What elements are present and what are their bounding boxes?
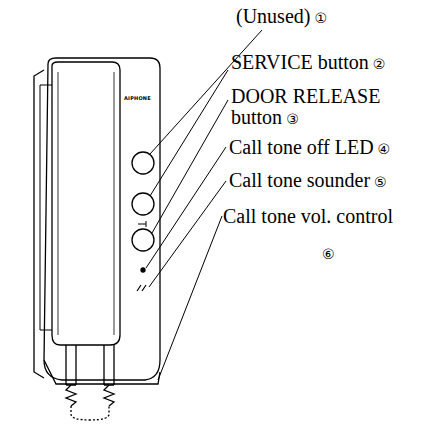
- part-label: Call tone vol. control: [223, 205, 393, 227]
- part-label: SERVICE button: [231, 51, 369, 73]
- base: [44, 360, 160, 384]
- housing: [44, 58, 160, 380]
- callout-number: ④: [378, 141, 391, 157]
- cord-coil: [66, 385, 76, 406]
- unused-button: [132, 152, 154, 174]
- leader-line: [146, 147, 226, 268]
- leader-line: [150, 70, 228, 196]
- cord-entry: [66, 345, 114, 385]
- label-group: Call tone vol. control: [223, 206, 427, 227]
- label-group: DOOR RELEASE button ③: [231, 86, 411, 128]
- callout-number: ③: [286, 111, 299, 127]
- leader-line: [152, 100, 228, 233]
- sounder-slots: [137, 285, 146, 291]
- wall-plate: [34, 70, 44, 378]
- handset: [52, 62, 120, 345]
- part-label: Call tone sounder: [229, 169, 370, 191]
- callout-number: ①: [314, 10, 327, 26]
- cord-loop: [71, 406, 109, 420]
- door-release-button: [132, 229, 154, 251]
- cord-clamp: [66, 384, 114, 385]
- callout-number: ②: [373, 56, 386, 72]
- label-group: Call tone sounder ⑤: [229, 170, 427, 191]
- led: [141, 268, 145, 272]
- part-label: DOOR RELEASE button: [231, 85, 380, 128]
- handset-side: [40, 85, 52, 330]
- label-group: SERVICE button ②: [231, 52, 426, 73]
- leader-line: [158, 216, 222, 380]
- part-label: Call tone off LED: [229, 136, 374, 158]
- cord-coil: [104, 385, 114, 406]
- brand-logo: AIPHONE: [124, 95, 151, 101]
- callout-number: ⑥: [322, 246, 335, 262]
- label-group: (Unused) ①: [236, 6, 426, 27]
- service-button: [132, 193, 154, 215]
- handset-edge: [58, 72, 114, 335]
- callout-number: ⑤: [374, 174, 387, 190]
- label-group: ⑥: [322, 246, 362, 263]
- key-symbol: [138, 221, 146, 227]
- label-group: Call tone off LED ④: [229, 137, 427, 158]
- part-label: (Unused): [236, 5, 310, 27]
